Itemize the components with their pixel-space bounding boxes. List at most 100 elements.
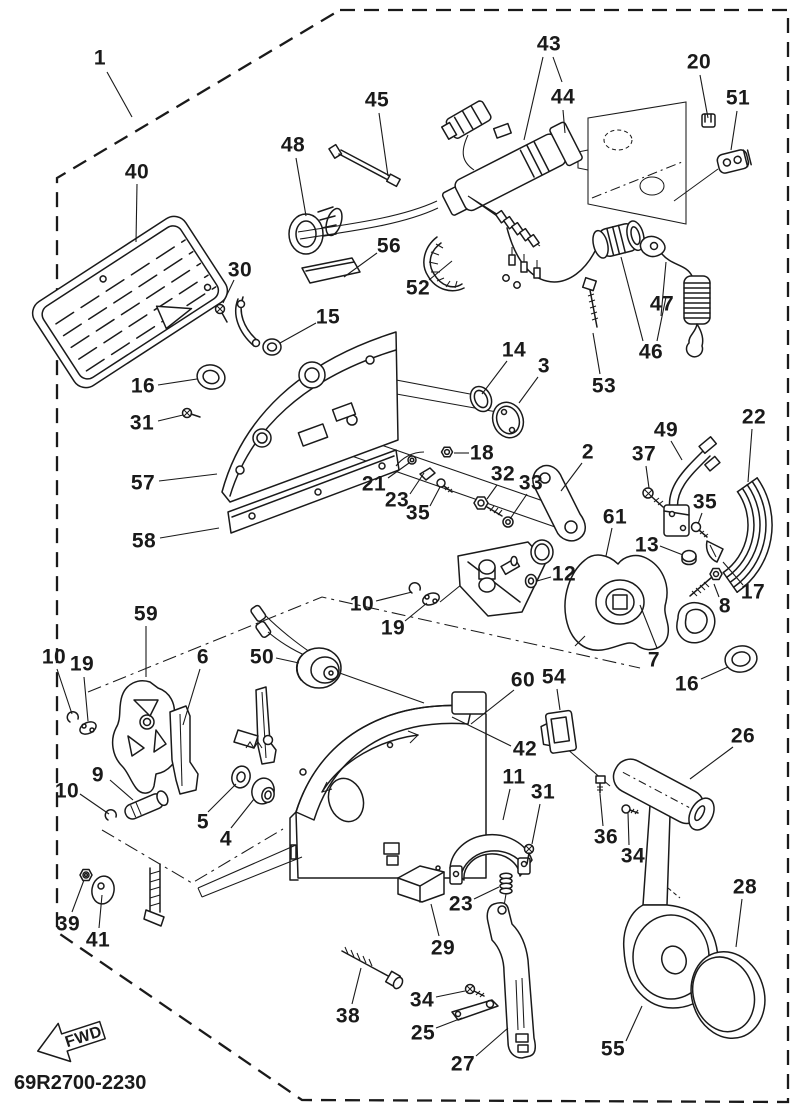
leader-line xyxy=(627,812,630,846)
leader-line xyxy=(645,465,650,489)
leader-line xyxy=(475,1027,509,1057)
leader-line xyxy=(435,990,466,998)
leader-line xyxy=(562,109,566,134)
leader-line xyxy=(279,322,317,344)
leader-line xyxy=(157,378,198,386)
part-61-cam-housing xyxy=(564,554,670,651)
callout-label: 10 xyxy=(350,593,374,616)
part-52-toothed-strap xyxy=(423,236,465,292)
leader-line xyxy=(157,414,184,422)
callout-1: 1 xyxy=(94,47,133,118)
leader-line xyxy=(295,157,307,217)
callout-label: 10 xyxy=(42,646,66,669)
part-8-bolt xyxy=(689,567,723,597)
callout-label: 31 xyxy=(531,781,555,804)
leader-line xyxy=(670,440,683,461)
callout-label: 46 xyxy=(639,341,663,364)
callout-label: 7 xyxy=(648,649,660,672)
callout-label: 8 xyxy=(719,595,731,618)
part-13-cap xyxy=(681,549,697,566)
part-57-housing-panel xyxy=(221,331,399,503)
callout-label: 47 xyxy=(650,293,674,316)
leader-line xyxy=(375,591,413,602)
leader-line xyxy=(430,903,440,937)
callout-7: 7 xyxy=(639,604,660,672)
leader-line xyxy=(531,803,541,845)
callout-54: 54 xyxy=(542,666,566,711)
callout-label: 2 xyxy=(582,441,594,464)
callout-29: 29 xyxy=(430,903,455,960)
callout-label: 43 xyxy=(537,33,561,56)
callout-label: 36 xyxy=(594,826,618,849)
leader-line xyxy=(71,879,85,913)
leader-line xyxy=(435,1017,463,1029)
leader-line xyxy=(625,1005,643,1042)
part-3-retainer xyxy=(491,401,525,439)
part-34-screw-mid xyxy=(621,804,639,815)
callout-16: 16 xyxy=(675,666,729,696)
callout-label: 50 xyxy=(250,646,274,669)
part-9-pin xyxy=(124,790,169,820)
part-30-screw xyxy=(214,303,228,323)
part-10-clip-a xyxy=(66,711,80,723)
callout-label: 10 xyxy=(55,780,79,803)
part-37-screw xyxy=(642,487,664,508)
callout-label: 25 xyxy=(411,1022,435,1045)
callout-46: 46 xyxy=(620,256,667,364)
part-14-washer xyxy=(469,385,493,413)
part-2-bracket xyxy=(532,464,586,542)
leader-line xyxy=(713,583,720,598)
part-21-nut xyxy=(395,451,425,467)
leader-line xyxy=(429,486,441,507)
callout-42: 42 xyxy=(451,716,537,761)
callout-16: 16 xyxy=(131,375,198,398)
leader-line xyxy=(109,779,134,801)
engine-mount-phantom xyxy=(577,101,687,225)
callout-label: 11 xyxy=(502,766,525,789)
part-31-screw-bottom xyxy=(523,843,535,865)
callout-2: 2 xyxy=(560,441,594,492)
callout-label: 23 xyxy=(449,893,473,916)
callout-59: 59 xyxy=(134,603,158,677)
callout-48: 48 xyxy=(281,134,307,217)
part-18-nut xyxy=(440,446,454,458)
callout-label: 9 xyxy=(92,764,104,787)
callout-label: 13 xyxy=(635,534,659,557)
callout-27: 27 xyxy=(451,1027,509,1076)
leader-line xyxy=(83,676,89,722)
part-15-grommet xyxy=(262,338,282,356)
part-43-main-switch-assembly xyxy=(441,100,583,289)
leader-line xyxy=(230,798,255,829)
callout-label: 17 xyxy=(741,581,765,604)
housing-mount-strip xyxy=(143,863,165,927)
leader-line xyxy=(351,967,362,1005)
callout-label: 40 xyxy=(125,161,149,184)
callout-label: 21 xyxy=(362,473,386,496)
callout-60: 60 xyxy=(470,669,535,725)
callout-label: 41 xyxy=(86,929,110,952)
leader-line xyxy=(404,602,428,622)
callout-4: 4 xyxy=(220,798,255,851)
callout-label: 57 xyxy=(131,472,155,495)
callout-33: 33 xyxy=(509,472,543,520)
leader-line xyxy=(605,527,613,557)
callout-layer: 1404548305643442051524746531431516315758… xyxy=(42,33,766,1076)
callout-15: 15 xyxy=(279,306,340,344)
part-31-screw-top xyxy=(181,407,201,419)
callout-56: 56 xyxy=(343,235,401,278)
part-47-lanyard xyxy=(639,235,711,358)
leader-line xyxy=(599,793,604,827)
callout-label: 22 xyxy=(742,406,766,429)
callout-35: 35 xyxy=(406,486,441,525)
leader-line xyxy=(135,183,138,243)
callout-label: 56 xyxy=(377,235,401,258)
callout-label: 28 xyxy=(733,876,757,899)
callout-label: 26 xyxy=(731,725,755,748)
leader-line xyxy=(79,793,110,815)
leader-line xyxy=(659,545,684,556)
callout-9: 9 xyxy=(92,764,134,801)
leader-line xyxy=(486,484,498,500)
callout-34: 34 xyxy=(621,812,645,868)
leader-line xyxy=(518,376,539,404)
